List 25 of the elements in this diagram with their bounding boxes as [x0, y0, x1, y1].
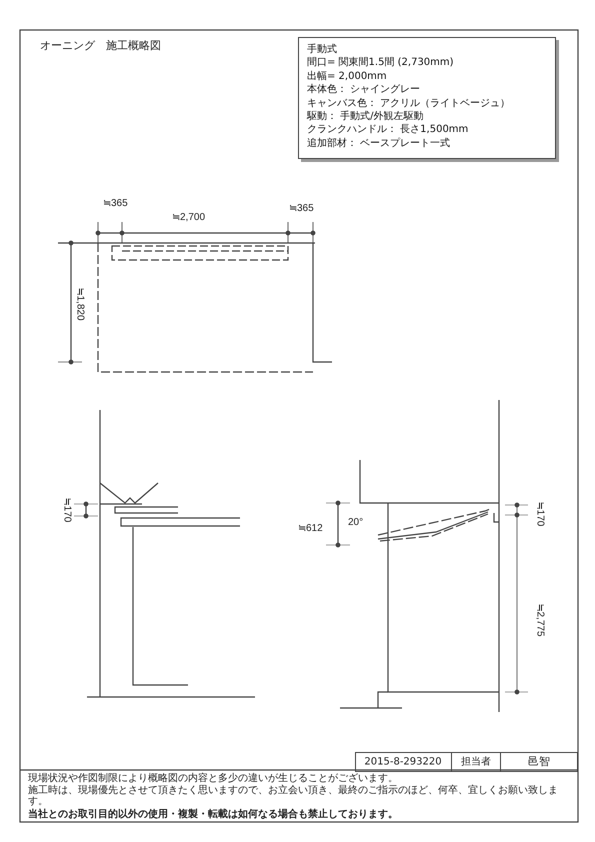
drawing-title: オーニング 施工概略図 — [40, 40, 161, 52]
dimension-text: ≒612 — [298, 523, 323, 534]
table-text: 担当者 — [461, 756, 491, 768]
dimension-text: ≒2,775 — [534, 603, 546, 637]
note-text: 当社とのお取引目的以外の使用・複製・転載は如何なる場合も禁止しております。 — [28, 809, 398, 820]
spec-box — [298, 37, 556, 159]
spec-line: 追加部材： ベースプレート一式 — [307, 136, 452, 150]
dimension-text: ≒2,700 — [172, 212, 206, 223]
spec-line: 駆動： 手動式/外観左駆動 — [307, 110, 425, 124]
spec-line: 出幅= 2,000mm — [307, 70, 388, 84]
note-text: 現場状況や作図制限により概略図の内容と多少の違いが生じることがございます。 — [28, 773, 398, 784]
dimension-text: ≒1,820 — [74, 287, 86, 321]
spec-line: 間口= 関東間1.5間 (2,730mm) — [307, 56, 455, 70]
spec-line: キャンバス色： アクリル（ライトベージュ） — [307, 96, 512, 110]
dimension-text: ≒365 — [289, 203, 314, 214]
dimension-text: 20° — [348, 517, 364, 528]
dimension-text: ≒170 — [62, 498, 72, 522]
table-text: 邑智 — [528, 756, 550, 768]
table-text: 2015-8-293220 — [364, 756, 442, 768]
spec-line: クランクハンドル： 長さ1,500mm — [307, 123, 470, 137]
spec-line: 手動式 — [307, 43, 338, 56]
note-text: 施工時は、現場優先とさせて頂きたく思いますので、お立会い頂き、最終のご指示のほど、何卒、宜しくお願い致します。 — [28, 785, 559, 807]
dimension-text: ≒365 — [103, 198, 128, 209]
spec-line: 本体色： シャイングレー — [307, 83, 422, 97]
dimension-text: ≒170 — [534, 502, 546, 526]
